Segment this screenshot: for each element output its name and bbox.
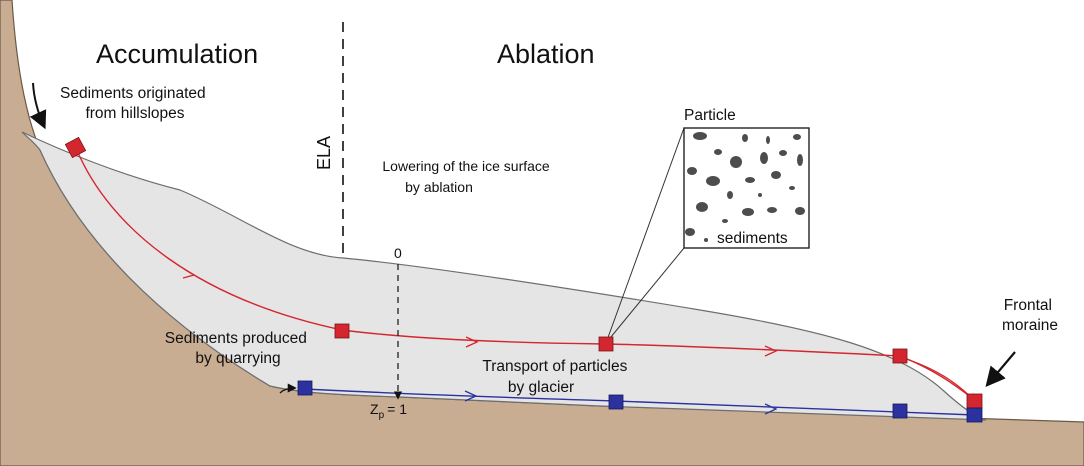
blue-flow-arrow-1 xyxy=(464,390,478,402)
sediment-marker-red xyxy=(334,323,350,339)
particle-label: Particle xyxy=(684,107,736,124)
ablation-title: Ablation xyxy=(497,39,595,69)
sediment-marker-blue xyxy=(892,403,908,419)
sediments-label: sediments xyxy=(717,230,788,247)
particle-inset xyxy=(683,127,810,249)
depth-top-label: 0 xyxy=(394,245,402,261)
sediment-marker-blue xyxy=(966,407,983,423)
sediment-marker-red xyxy=(598,336,614,352)
frontal-moraine-arrow xyxy=(985,351,1016,388)
frontal-moraine-label: Frontal moraine xyxy=(1002,297,1058,334)
hillslope-label: Sediments originated from hillslopes xyxy=(60,85,210,122)
sediment-marker-red xyxy=(966,393,983,409)
inset-connector-top xyxy=(605,127,685,344)
quarrying-label: Sediments produced by quarrying xyxy=(165,330,311,367)
red-flow-arrow-2 xyxy=(465,336,479,348)
ela-label: ELA xyxy=(314,136,334,170)
sediment-marker-blue xyxy=(297,380,313,396)
inset-connector-bottom xyxy=(605,247,685,344)
sediment-marker-blue xyxy=(608,394,624,410)
accumulation-title: Accumulation xyxy=(96,39,258,69)
inset-sediment-grains xyxy=(685,132,805,242)
sediment-marker-red xyxy=(892,348,908,364)
red-flow-arrow-3 xyxy=(764,345,778,357)
depth-bottom-label: Zp= 1 xyxy=(370,401,407,421)
sediment-marker-red xyxy=(64,136,87,159)
hillslope-arrow xyxy=(29,82,47,130)
red-flow-arrow-1 xyxy=(182,268,196,279)
transport-label: Transport of particles by glacier xyxy=(482,358,631,396)
surface-lowering-label: Lowering of the ice surface by ablation xyxy=(382,158,553,195)
quarry-arrow xyxy=(279,383,297,394)
blue-flow-arrow-2 xyxy=(764,403,778,415)
